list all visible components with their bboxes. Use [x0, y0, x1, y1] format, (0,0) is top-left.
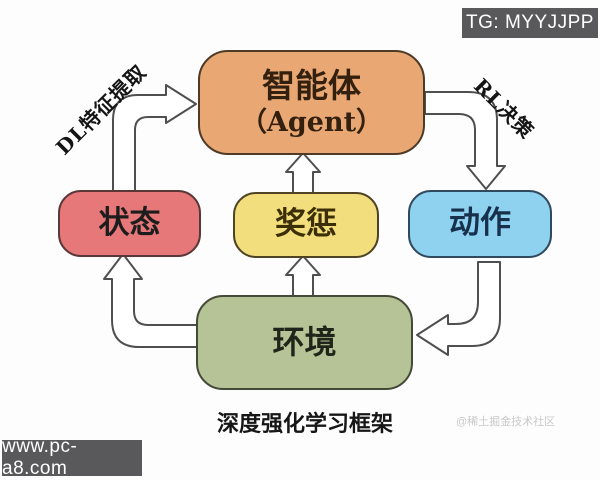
node-state: 状态 — [58, 190, 201, 257]
arrow-action-to-environment — [416, 261, 501, 356]
tg-contact-badge: TG: MYYJJPP — [462, 8, 598, 38]
juejin-watermark: @稀土掘金技术社区 — [456, 416, 556, 428]
site-url-badge: www.pc-a8.com — [2, 436, 142, 479]
node-action: 动作 — [408, 190, 552, 258]
arrow-agent-to-action — [424, 91, 506, 190]
node-environment: 环境 — [196, 295, 413, 390]
arrow-environment-to-state — [103, 253, 199, 348]
arrow-reward-to-agent — [285, 152, 321, 196]
arrow-environment-to-reward — [285, 255, 321, 299]
node-agent: 智能体 （Agent） — [198, 50, 425, 155]
node-agent-subtitle: （Agent） — [239, 106, 384, 138]
node-reward: 奖惩 — [233, 192, 379, 258]
arrow-state-to-agent — [112, 84, 197, 196]
diagram-caption: 深度强化学习框架 — [216, 411, 393, 437]
node-agent-title: 智能体 — [262, 66, 361, 105]
